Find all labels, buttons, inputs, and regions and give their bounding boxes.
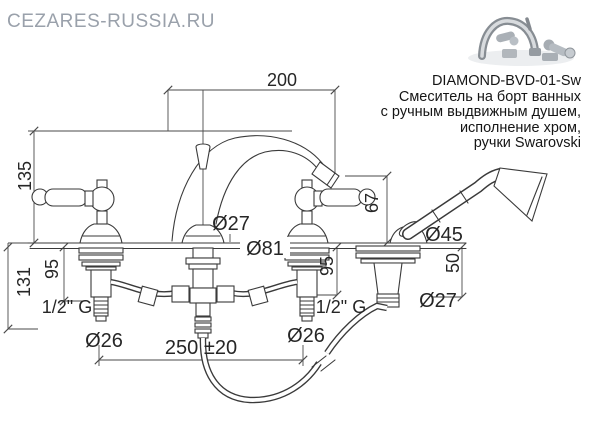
product-model: DIAMOND-BVD-01-Sw [431,73,581,89]
product-description-line: исполнение хром, [459,119,581,136]
photo-left-handle [496,31,519,46]
dia-hose-connector: Ø27 [419,290,457,312]
dia-valve-shank-left: Ø26 [85,330,123,352]
dim-shank-length-left: 95 [42,259,62,279]
product-description-line: Смеситель на борт ванных [398,88,581,105]
dim-hose-span: 250 ±20 [165,337,237,359]
hand-shower [402,167,548,240]
shower-hose [199,302,388,404]
product-info: DIAMOND-BVD-01-Sw Смеситель на борт ванн… [380,73,581,152]
dia-spout-column: Ø27 [212,213,250,235]
right-handle-knob [358,188,376,206]
site-watermark: CEZARES-RUSSIA.RU [7,11,216,32]
diverter-knob [195,143,211,170]
dia-holder-escutcheon: Ø45 [425,224,463,246]
product-description-line: с ручным выдвижным душем, [380,104,581,120]
holder-shank-body [355,245,421,308]
left-handle [31,179,123,244]
dim-holder-shank-length: 50 [443,253,463,273]
dim-height-above-deck: 135 [15,161,35,191]
product-photo [468,17,576,66]
shower-head [493,167,548,222]
dimension-labels: 200 135 131 95 95 67 50 Ø27 Ø81 Ø45 Ø27 … [14,70,463,359]
right-valve-body [284,247,330,322]
dim-spout-reach: 200 [267,70,297,90]
left-valve-body [78,247,124,322]
thread-spec-right: 1/2" G [316,297,366,317]
right-handle-lever [319,188,363,207]
dim-height-below-deck: 131 [14,267,34,297]
spout-outlet [311,161,340,189]
dia-base-flange: Ø81 [246,238,284,260]
dimension-lines [3,85,467,366]
product-description-line: ручки Swarovski [473,135,581,151]
left-handle-lever [44,188,88,207]
thread-spec-left: 1/2" G [42,297,92,317]
dim-spout-outlet-height: 67 [362,193,382,213]
spout [171,135,340,244]
dia-valve-shank-right: Ø26 [287,325,325,347]
photo-right-handle [542,39,576,61]
center-column-body [185,247,221,339]
dim-shank-length-right: 95 [317,256,337,276]
supply-hoses [110,279,298,307]
right-handle [285,179,376,244]
